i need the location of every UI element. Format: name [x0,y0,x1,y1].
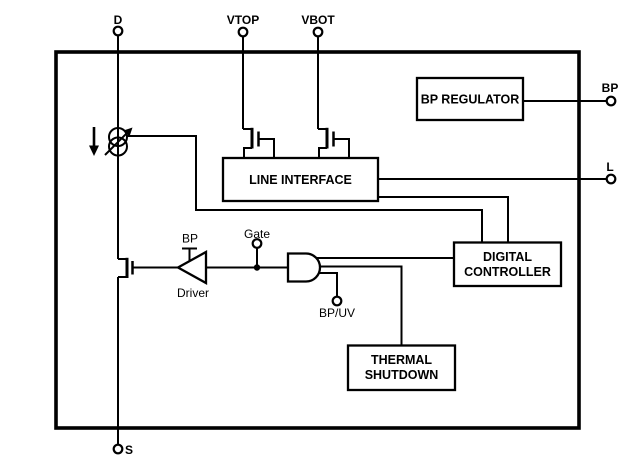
wire-lineinterface-to-controller [378,196,509,243]
driver-label: Driver [177,286,209,300]
driver-triangle [175,250,208,285]
pin-bp [605,95,617,107]
block-thermal-shutdown: THERMAL SHUTDOWN [346,344,457,392]
pin-s-label: S [125,443,133,457]
wire-bpuv-stem [319,272,338,297]
bpuv-label: BP/UV [319,306,355,320]
gate-label: Gate [244,227,270,241]
wire-thermal-to-and [320,265,403,346]
thermal-shutdown-label-line2: SHUTDOWN [365,368,439,382]
pin-vbot-label: VBOT [301,13,335,27]
block-digital-controller: DIGITAL CONTROLLER [452,241,563,288]
pin-vtop [237,26,249,38]
line-interface-label: LINE INTERFACE [249,173,352,187]
block-line-interface: LINE INTERFACE [221,156,380,203]
pin-l [605,173,617,185]
pin-vtop-label: VTOP [227,13,259,27]
pin-bpuv [331,295,343,307]
driver-buffer [175,247,208,285]
digital-controller-label-line2: CONTROLLER [464,265,551,279]
wire-current-source-to-controller [127,135,483,243]
block-bp-regulator: BP REGULATOR [415,76,525,122]
pin-s [112,443,124,455]
power-mosfet [118,257,134,278]
pin-d-label: D [114,13,123,27]
pin-l-label: L [606,160,613,174]
vbot-mosfet [318,127,350,158]
variable-arrow-head [123,127,133,137]
gate-junction-dot [253,264,261,271]
and-gate [286,252,322,283]
pin-vbot [312,26,324,38]
thermal-shutdown-label-line1: THERMAL [371,353,432,367]
pin-d [112,25,124,37]
pin-gate [251,238,263,249]
vtop-mosfet [243,127,275,158]
bp-regulator-label: BP REGULATOR [421,93,520,107]
current-direction-arrow [89,127,99,156]
pin-bp-label: BP [602,81,619,95]
driver-bp-label: BP [182,232,198,246]
digital-controller-label-line1: DIGITAL [483,250,532,264]
